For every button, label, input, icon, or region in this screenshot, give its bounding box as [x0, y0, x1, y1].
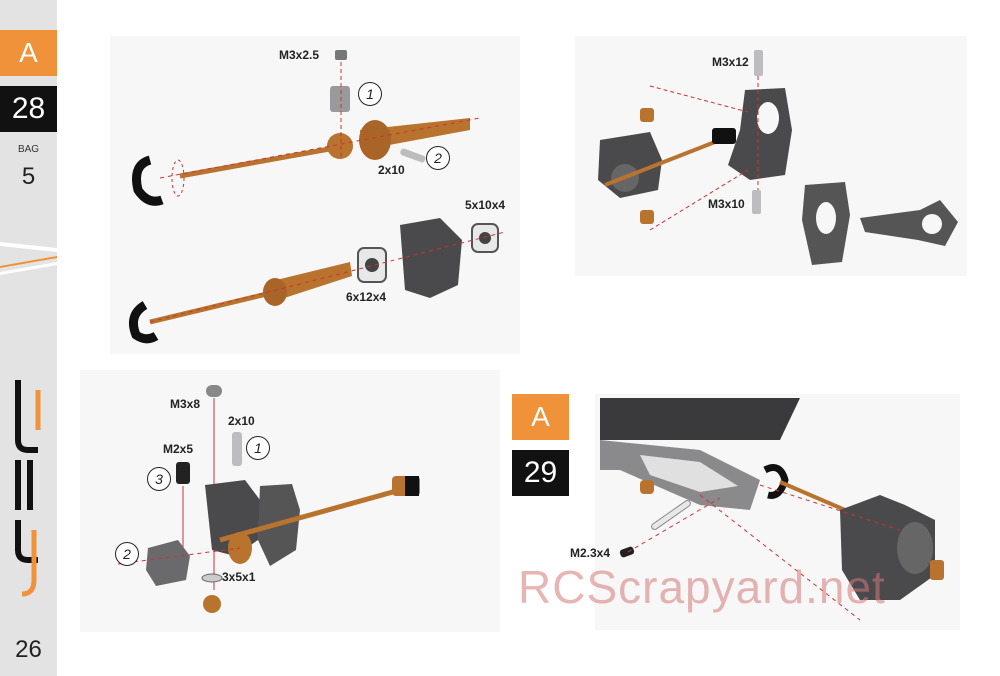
callout-1-bottom: 1: [246, 436, 270, 460]
sidebar-stripes: [0, 242, 57, 275]
step29-number: 29: [512, 450, 569, 496]
label-2x10-bottom: 2x10: [228, 414, 255, 428]
brand-logo-icon: [15, 380, 41, 597]
step29-section-letter: A: [512, 394, 569, 440]
panel-driveshaft: [110, 36, 520, 354]
label-2x10-top: 2x10: [378, 163, 405, 177]
callout-1-top: 1: [358, 82, 382, 106]
bag-label: BAG: [17, 144, 40, 155]
page-number: 26: [15, 636, 42, 663]
step29-assembly: [600, 398, 944, 621]
label-m2x5: M2x5: [163, 442, 194, 456]
driveshaft-bottom: [129, 218, 506, 344]
label-m2-3x4: M2.3x4: [570, 546, 611, 560]
callout-2-top: 2: [426, 146, 450, 170]
bag-number: 5: [21, 163, 36, 190]
driveshaft-top: [132, 50, 481, 206]
label-6x12x4: 6x12x4: [346, 290, 387, 304]
watermark-text: RCScrapyard.net: [518, 561, 886, 613]
step-section-letter: A: [0, 30, 57, 76]
label-m3x8: M3x8: [170, 397, 201, 411]
knuckle-assembly: [598, 50, 958, 265]
hub-assembly: [117, 385, 420, 613]
label-m3x2-5: M3x2.5: [279, 48, 320, 62]
label-3x5x1: 3x5x1: [222, 570, 256, 584]
label-m3x10: M3x10: [708, 197, 745, 211]
label-5x10x4: 5x10x4: [465, 198, 506, 212]
label-m3x12: M3x12: [712, 55, 749, 69]
callout-2-bottom: 2: [115, 542, 139, 566]
step-number: 28: [0, 86, 57, 132]
callout-3-bottom: 3: [147, 467, 171, 491]
